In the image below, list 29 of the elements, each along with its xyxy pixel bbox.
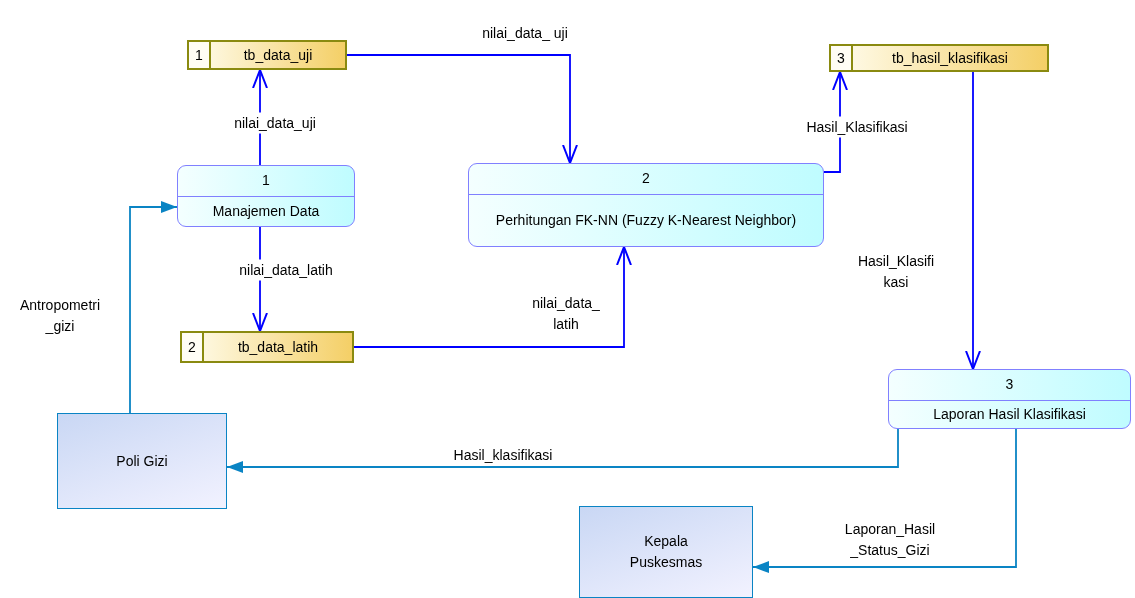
- edge-label: nilai_data_uji: [232, 112, 318, 134]
- store-name: tb_data_uji: [242, 46, 314, 65]
- process-name: Manajemen Data: [212, 202, 320, 221]
- process-number: 2: [642, 171, 650, 187]
- process-name: Laporan Hasil Klasifikasi: [933, 405, 1086, 424]
- store-number: 1: [189, 42, 211, 68]
- store-number: 2: [182, 333, 204, 361]
- process-box: [177, 165, 355, 227]
- arrow: [965, 71, 981, 370]
- arrow: [226, 428, 899, 473]
- data-store: [180, 331, 354, 363]
- edge-label: Hasil_Klasifikasi: [804, 116, 910, 138]
- external-entity-box: Poli Gizi: [57, 413, 227, 509]
- process-box: [468, 163, 824, 247]
- process-number: 3: [1005, 377, 1014, 393]
- data-store: [829, 44, 1049, 72]
- arrow: [353, 246, 632, 348]
- store-name: tb_hasil_klasifikasi: [891, 49, 1009, 68]
- arrow: [129, 201, 178, 414]
- store-number: 3: [831, 46, 853, 70]
- process-number: 1: [262, 173, 270, 189]
- data-store: [187, 40, 347, 70]
- store-name: tb_data_latih: [236, 338, 320, 357]
- arrow: [752, 428, 1017, 573]
- edge-label: nilai_data_latih: [237, 259, 335, 281]
- external-entity-box: Kepala Puskesmas: [579, 506, 753, 598]
- process-box: [888, 369, 1131, 429]
- process-name: Perhitungan FK-NN (Fuzzy K-Nearest Neighbor): [495, 211, 797, 230]
- arrow: [346, 54, 578, 164]
